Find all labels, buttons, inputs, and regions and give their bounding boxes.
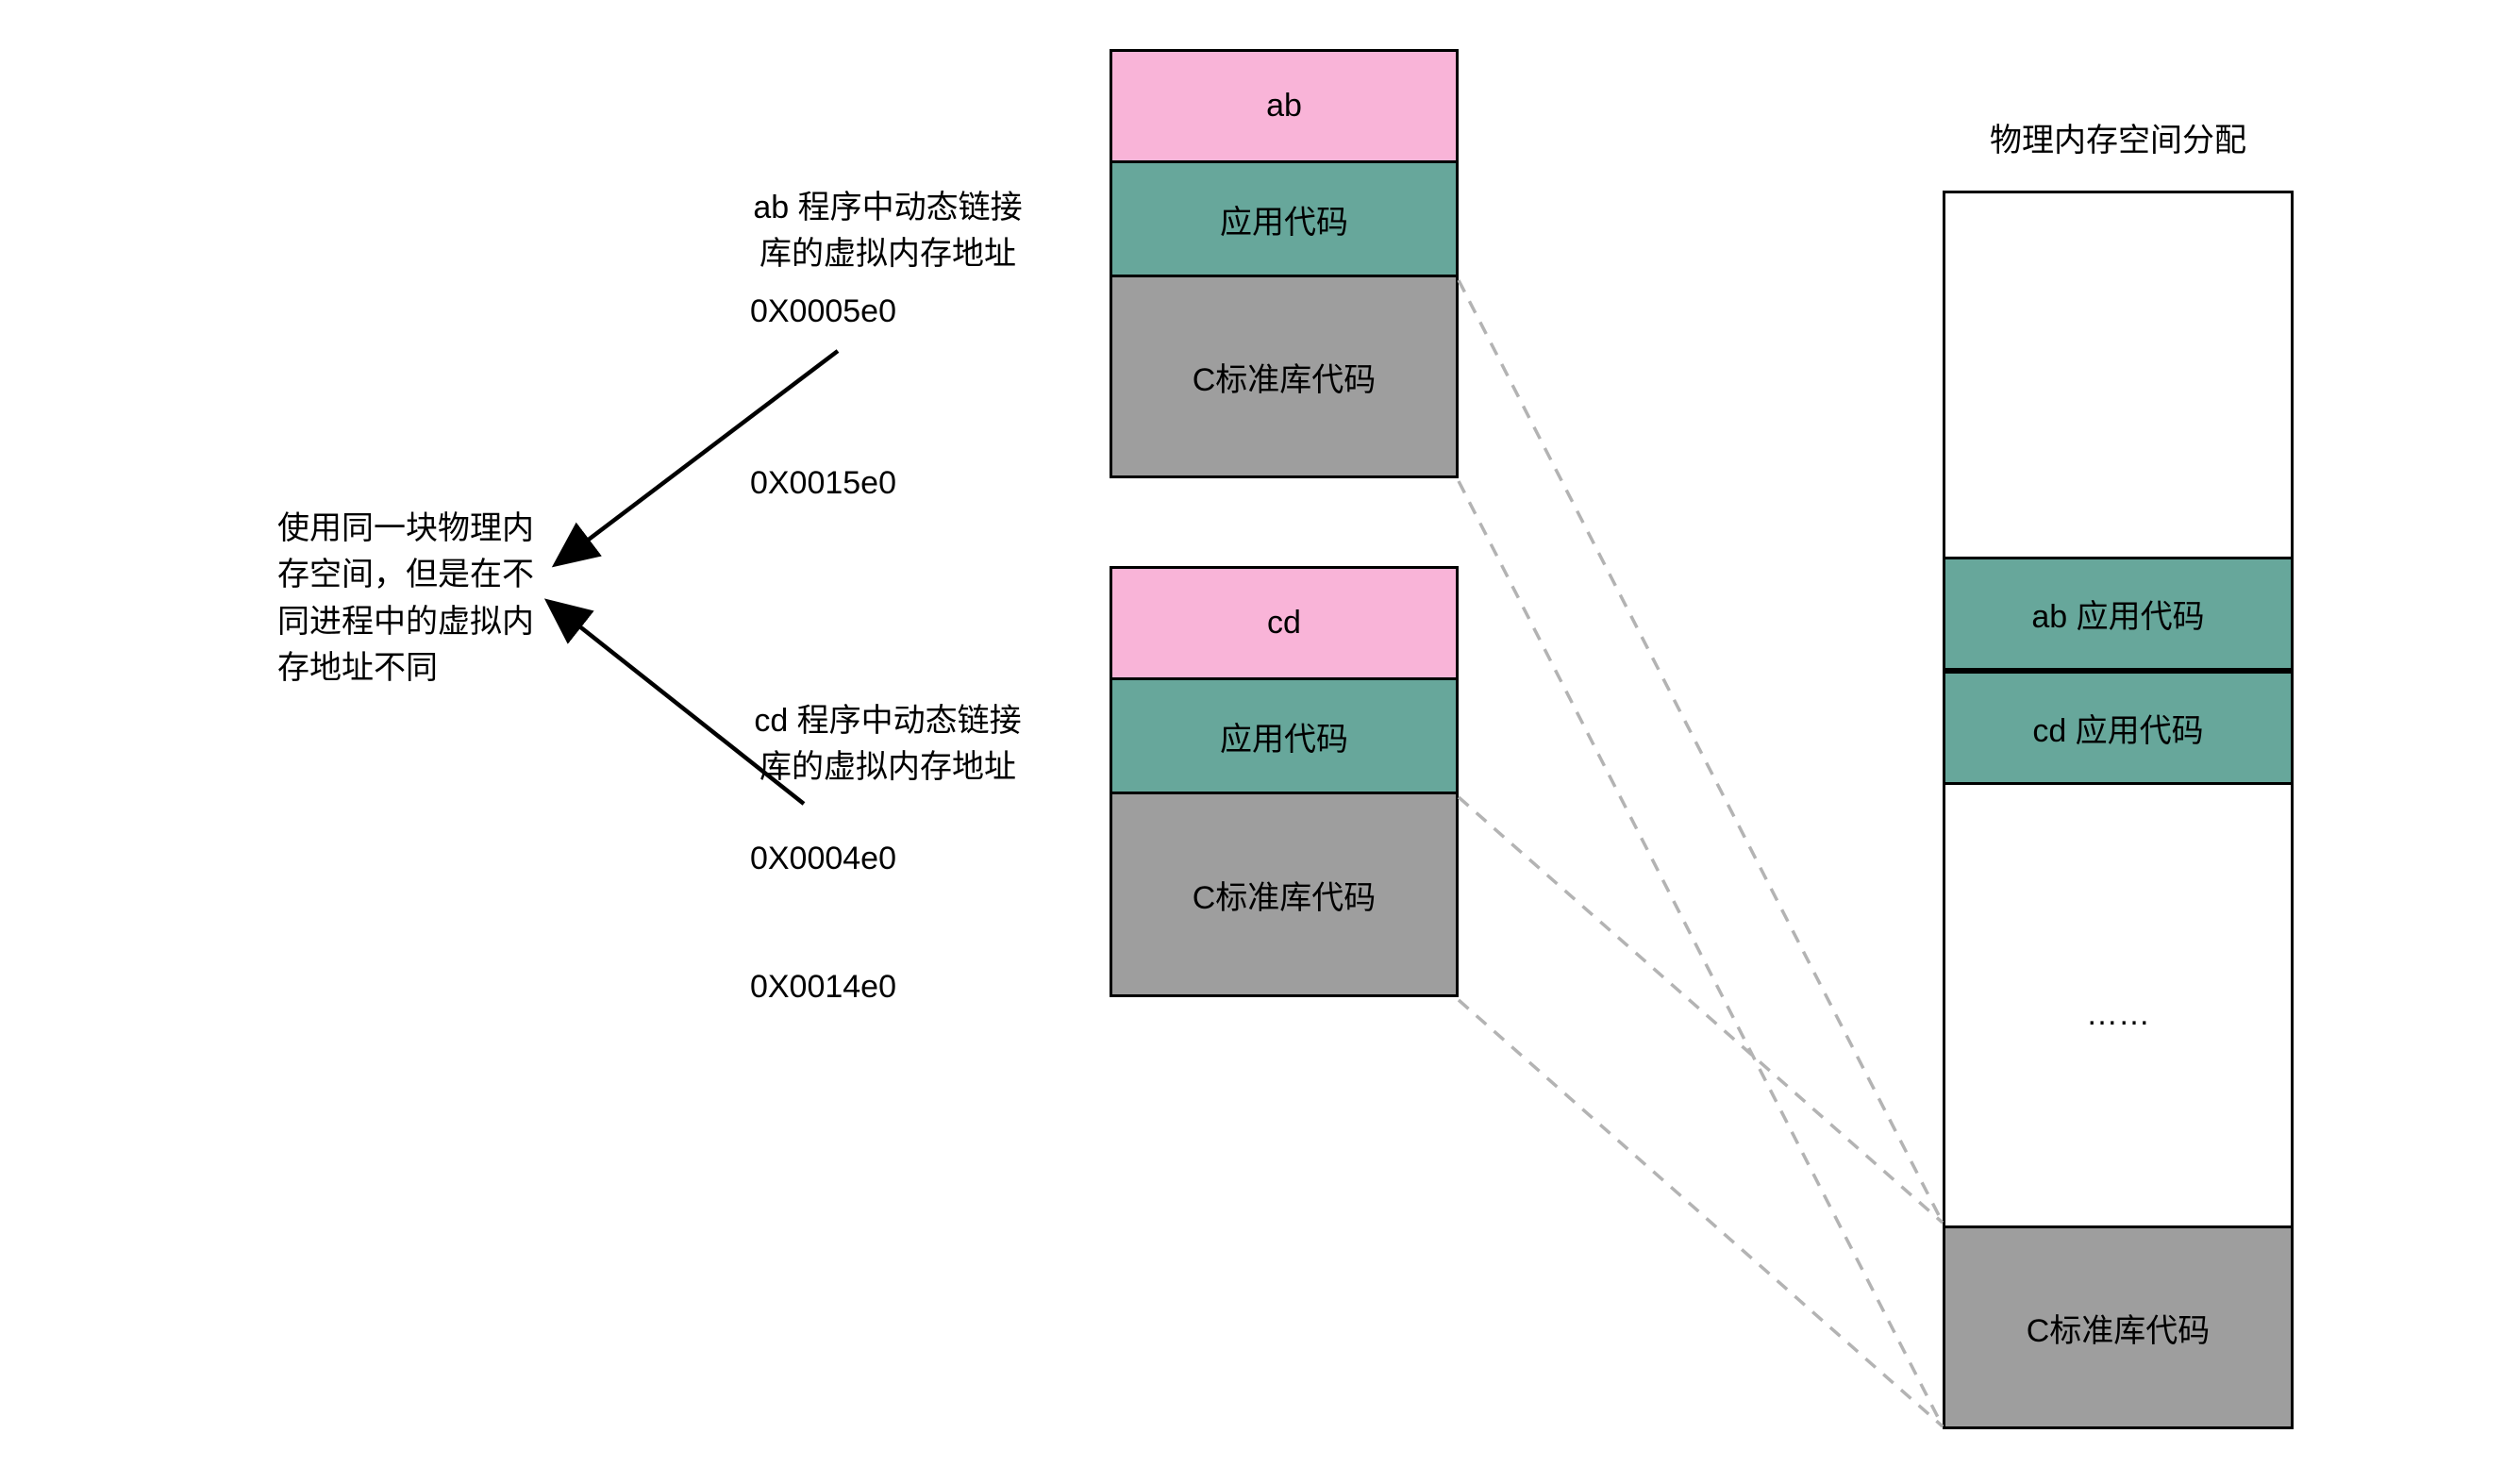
ab-app-code-segment: 应用代码	[1110, 160, 1459, 277]
cd-program-segment: cd	[1110, 566, 1459, 680]
shared-physical-memory-note: 使用同一块物理内 存空间，但是在不 同进程中的虚拟内 存地址不同	[277, 510, 534, 686]
cd-app-code-segment: 应用代码	[1110, 677, 1459, 794]
cd-address-end: 0X0014e0	[749, 969, 896, 1005]
phys-ab-app-code-label: ab 应用代码	[2031, 599, 2205, 635]
phys-c-library-label: C标准库代码	[2026, 1312, 2211, 1349]
ab-program-segment-label: ab	[1266, 88, 1302, 124]
dash-map-ab-bottom	[1457, 480, 1944, 1427]
cd-c-library-segment-label: C标准库代码	[1192, 879, 1377, 916]
phys-ellipsis-label: ……	[2086, 995, 2150, 1032]
phys-cd-app-code-label: cd 应用代码	[2032, 713, 2204, 749]
ab-c-library-segment-label: C标准库代码	[1192, 361, 1377, 398]
cd-program-segment-label: cd	[1267, 605, 1301, 641]
ab-app-code-segment-label: 应用代码	[1220, 204, 1348, 241]
physical-memory-column: ab 应用代码 cd 应用代码 …… C标准库代码	[1943, 191, 2294, 1429]
cd-virtual-address-annotation: cd 程序中动态链接 库的虚拟内存地址	[754, 703, 1022, 786]
dash-map-ab-top	[1457, 279, 1944, 1224]
ab-address-start: 0X0005e0	[749, 293, 896, 329]
dash-map-cd-bottom	[1457, 998, 1944, 1428]
phys-ab-app-code-segment: ab 应用代码	[1943, 557, 2294, 671]
cd-app-code-segment-label: 应用代码	[1220, 721, 1348, 758]
physical-memory-title: 物理内存空间分配	[1990, 123, 2246, 158]
ab-process-stack: ab 应用代码 C标准库代码	[1110, 49, 1459, 478]
ab-address-end: 0X0015e0	[749, 465, 896, 501]
cd-process-stack: cd 应用代码 C标准库代码	[1110, 566, 1459, 997]
phys-ellipsis-region: ……	[1945, 901, 2291, 1127]
ab-program-segment: ab	[1110, 49, 1459, 163]
ab-c-library-segment: C标准库代码	[1110, 275, 1459, 478]
dash-map-cd-top	[1457, 795, 1944, 1225]
cd-c-library-segment: C标准库代码	[1110, 792, 1459, 997]
arrow-ab-to-note	[551, 349, 840, 568]
cd-address-start: 0X0004e0	[749, 841, 896, 876]
phys-cd-app-code-segment: cd 应用代码	[1943, 671, 2294, 785]
ab-virtual-address-annotation: ab 程序中动态链接 库的虚拟内存地址	[753, 190, 1023, 273]
phys-c-library-segment: C标准库代码	[1943, 1225, 2294, 1429]
